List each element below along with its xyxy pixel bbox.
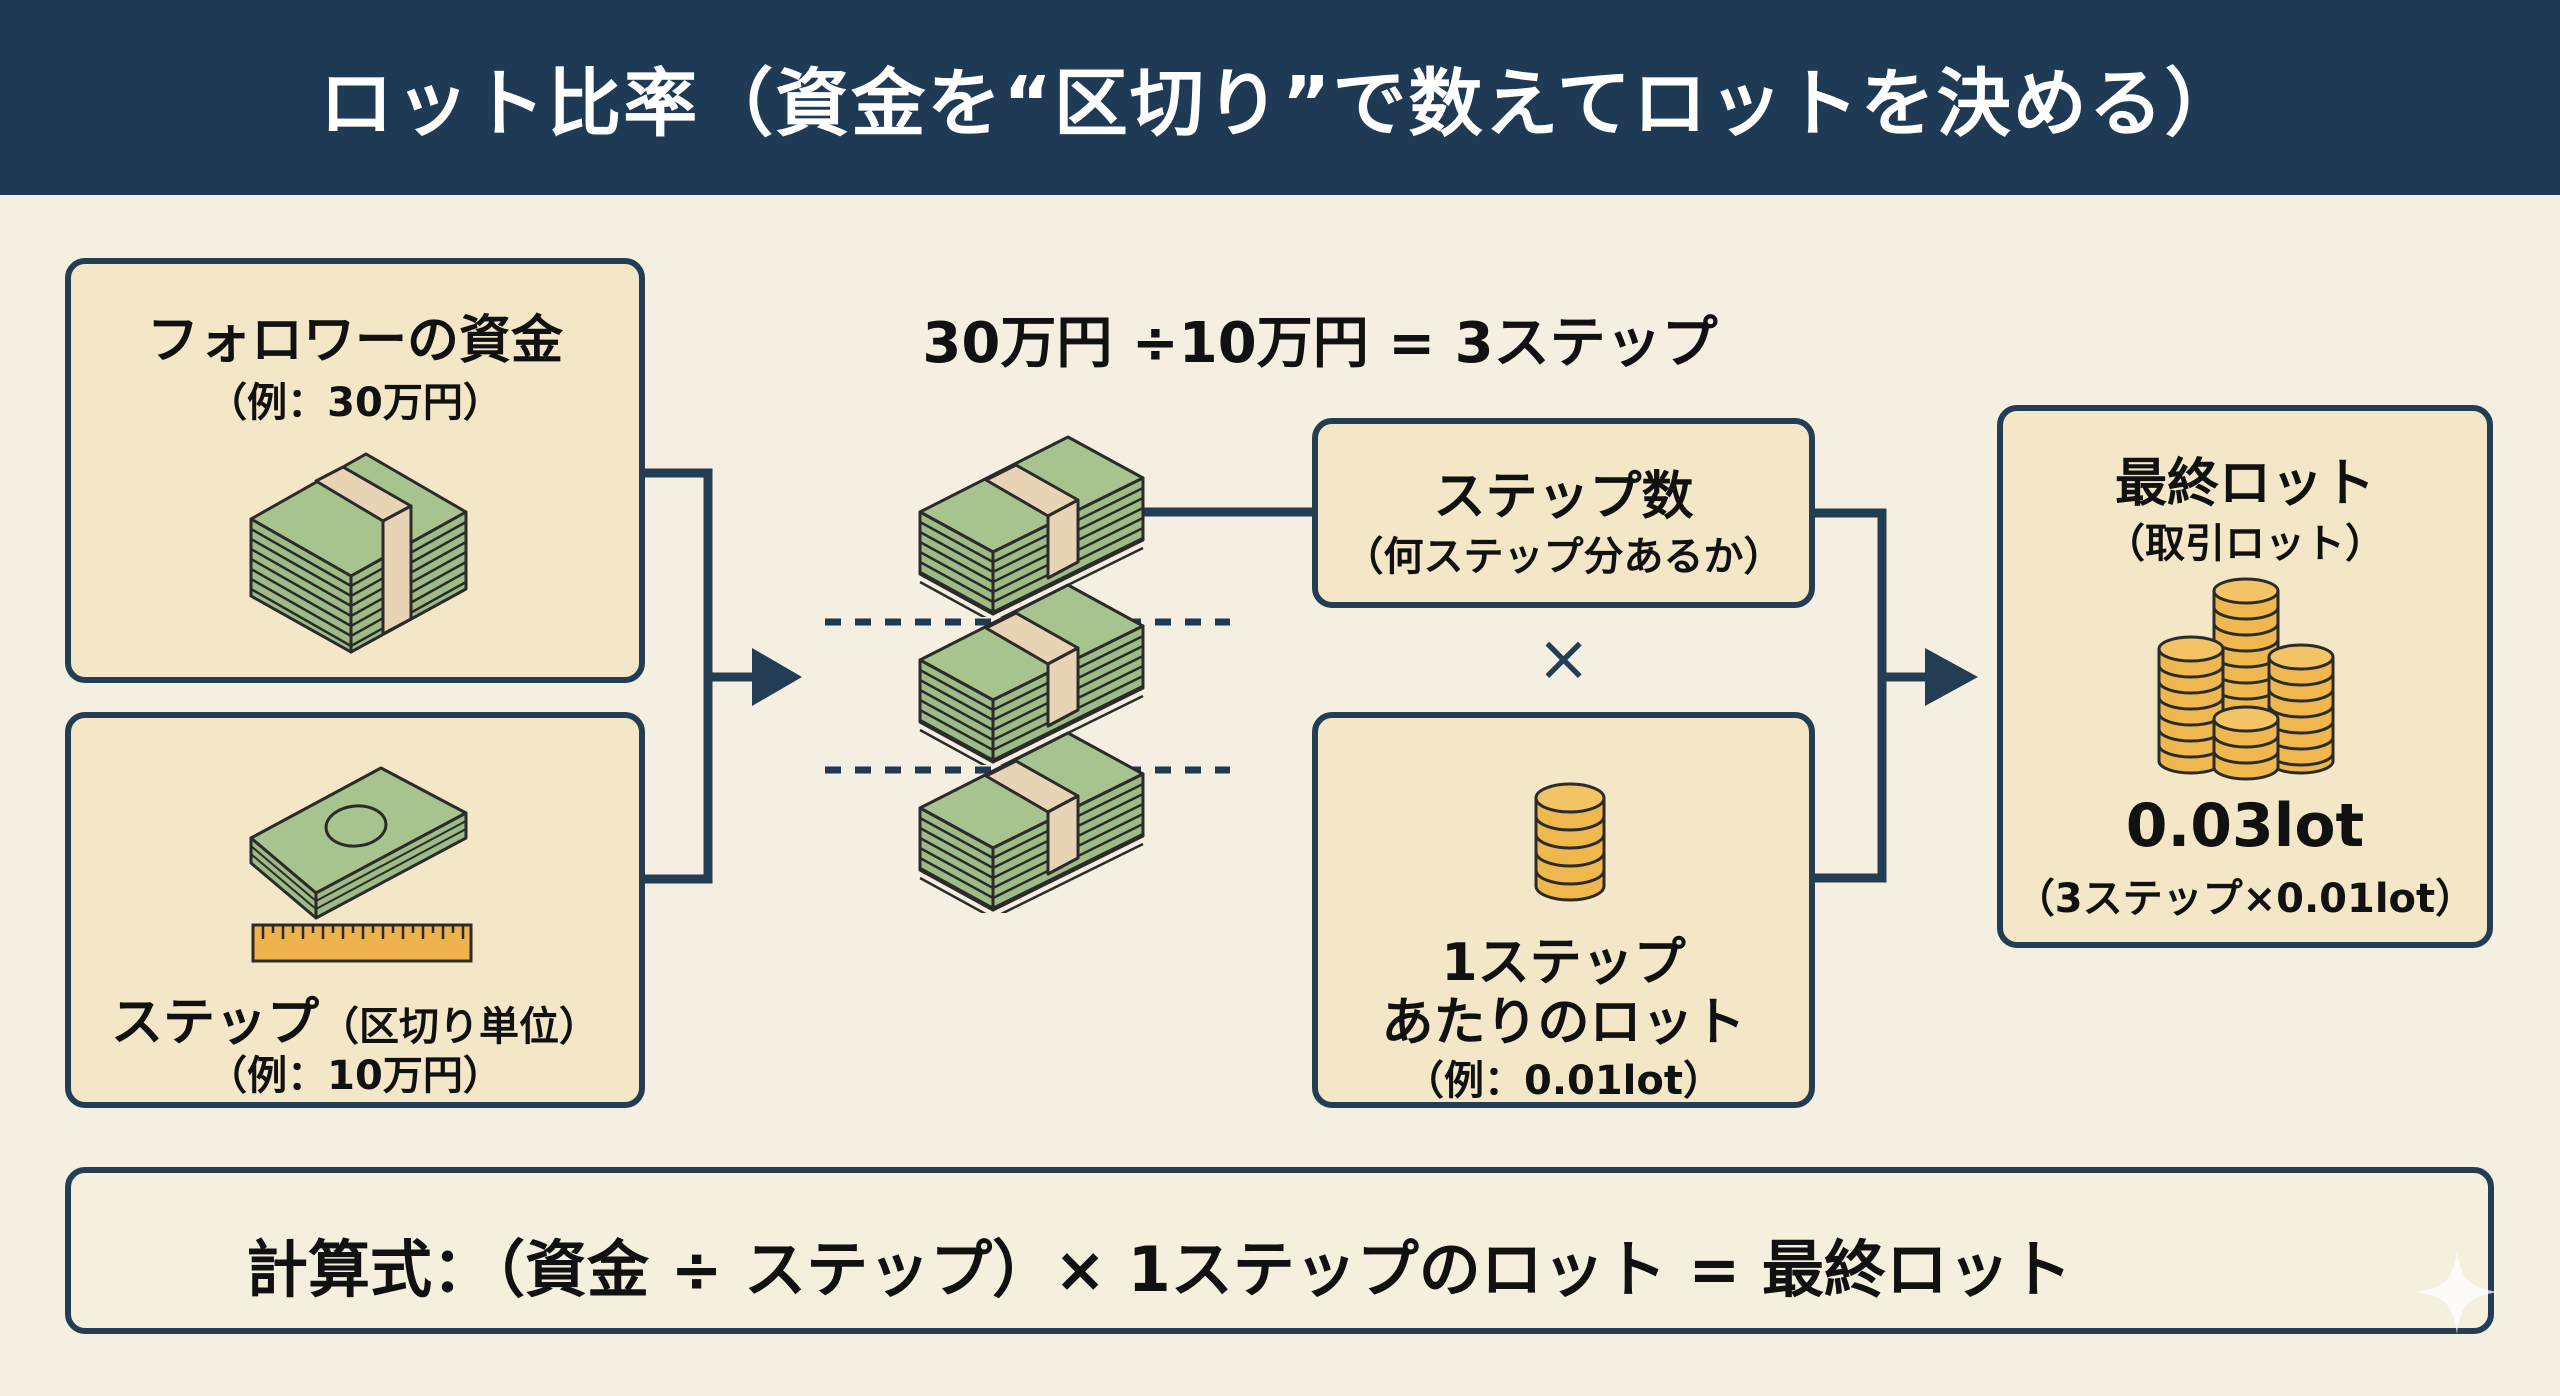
formula-text: 計算式：（資金 ÷ ステップ）× 1ステップのロット = 最終ロット [246,1233,2072,1306]
final-lot-detail: （3ステップ×0.01lot） [2014,876,2476,922]
money-stack-icon [249,452,468,654]
money-stack-icon [918,435,1145,617]
step-title-line: ステップ（区切り単位） [71,980,639,1055]
final-lot-subtitle: （取引ロット） [2105,521,2385,567]
right-bracket-connector [1812,508,1887,883]
coin-stack-icon [1534,782,1606,902]
left-arrow-head [752,648,802,706]
step-equation: 30万円 ÷10万円 = 3ステップ [922,311,1718,376]
lot-per-step-title-1: 1ステップ [1441,933,1686,993]
lot-per-step-box: 1ステップ あたりのロット （例：0.01lot） [1312,712,1815,1108]
money-stack-icon [918,583,1145,765]
step-box: ステップ（区切り単位） （例：10万円） [65,712,645,1108]
follower-funds-example: （例：30万円） [207,380,503,426]
left-bracket-connector [642,468,713,884]
header-banner: ロット比率（資金を“区切り”で数えてロットを決める） [0,0,2560,195]
ruler-icon [251,923,473,963]
coin-piles-icon [2157,577,2335,781]
multiply-icon: × [1536,622,1591,696]
final-lot-box: 最終ロット （取引ロット） 0.03lot （3ステップ×0.01lot） [1997,405,2493,948]
money-stacks-group [918,432,1158,932]
step-count-box: ステップ数 （何ステップ分あるか） [1312,418,1815,608]
money-with-ruler-icon [249,766,468,920]
final-lot-value: 0.03lot [2125,791,2365,861]
final-lot-title: 最終ロット [2114,454,2375,514]
money-stack-icon [918,731,1145,913]
step-title: ステップ [110,993,319,1053]
lot-per-step-title-2: あたりのロット [1381,993,1746,1053]
sparkle-icon [2415,1250,2499,1334]
right-arrow-head [1925,648,1978,706]
lot-per-step-example: （例：0.01lot） [1403,1058,1723,1104]
step-count-title: ステップ数 [1433,467,1694,527]
step-count-subtitle: （何ステップ分あるか） [1343,534,1784,580]
step-title-suffix: （区切り単位） [319,1004,599,1050]
follower-funds-box: フォロワーの資金 （例：30万円） [65,258,645,683]
coin-pile [2212,705,2280,781]
coin-pile [2267,643,2335,775]
follower-funds-title: フォロワーの資金 [146,311,563,371]
formula-box: 計算式：（資金 ÷ ステップ）× 1ステップのロット = 最終ロット [65,1167,2494,1334]
step-example: （例：10万円） [207,1053,503,1099]
page-title: ロット比率（資金を“区切り”で数えてロットを決める） [319,61,2241,147]
